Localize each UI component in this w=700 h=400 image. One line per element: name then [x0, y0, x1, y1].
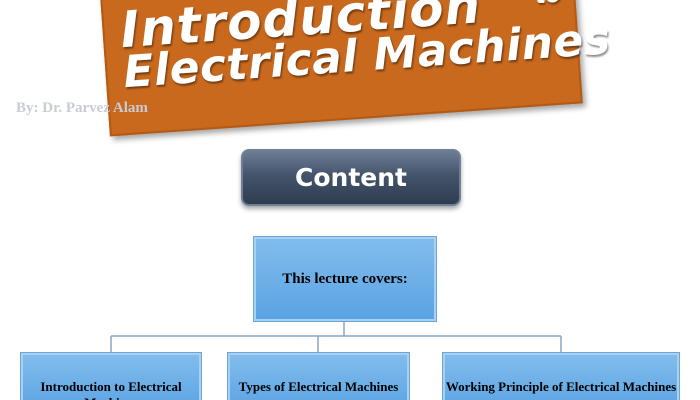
diagram-node-working-principle: Working Principle of Electrical Machines [443, 353, 679, 400]
content-heading-label: Content [295, 163, 407, 192]
diagram-root-node: This lecture covers: [254, 237, 436, 321]
diagram-node-types: Types of Electrical Machines [228, 353, 409, 400]
author-credit: By: Dr. Parvez Alam [16, 100, 148, 116]
diagram-node-introduction: Introduction to Electrical Machines [21, 353, 201, 400]
content-heading: Content [241, 149, 461, 206]
